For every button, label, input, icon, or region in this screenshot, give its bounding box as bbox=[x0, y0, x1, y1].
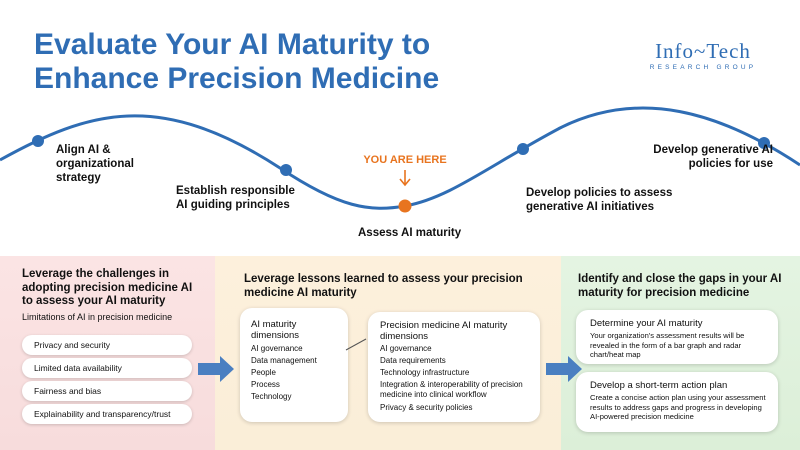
milestone-dot-4 bbox=[517, 143, 529, 155]
determine-maturity-body: Your organization's assessment results w… bbox=[590, 331, 745, 359]
limitation-item: Privacy and security bbox=[22, 335, 192, 355]
panel1-heading: Leverage the challenges in adopting prec… bbox=[22, 268, 193, 307]
milestone-genai-assess-policies: Develop policies to assess generative AI… bbox=[526, 187, 673, 213]
dimension-item: Data management bbox=[251, 356, 317, 365]
action-plan-body: Create a concise action plan using your … bbox=[590, 393, 766, 421]
page-title: Evaluate Your AI Maturity to Enhance Pre… bbox=[34, 28, 440, 95]
pm-dimension-item: Privacy & security policies bbox=[380, 403, 473, 412]
ai-maturity-card bbox=[240, 308, 348, 422]
logo-wordmark: Info~Tech bbox=[655, 39, 751, 63]
right-arrow-icon bbox=[198, 356, 234, 382]
roadmap-timeline bbox=[0, 106, 800, 213]
milestone-responsible-ai: Establish responsible AI guiding princip… bbox=[176, 185, 295, 211]
milestone-genai-use-policies: Develop generative AI policies for use bbox=[653, 144, 773, 170]
milestone-align-ai: Align AI & organizational strategy bbox=[56, 144, 134, 184]
milestone-dot-5 bbox=[758, 137, 770, 149]
determine-maturity-card bbox=[576, 310, 778, 364]
dimension-item: AI governance bbox=[251, 344, 303, 353]
ai-maturity-card-title: AI maturity dimensions bbox=[251, 319, 300, 341]
precision-medicine-card-title: Precision medicine AI maturity dimension… bbox=[380, 320, 508, 342]
milestone-dot-2 bbox=[280, 164, 292, 176]
milestone-assess-maturity: Assess AI maturity bbox=[358, 227, 462, 239]
action-plan-card bbox=[576, 372, 778, 432]
precision-medicine-card bbox=[368, 312, 540, 422]
milestone-dot-1 bbox=[32, 135, 44, 147]
determine-maturity-title: Determine your AI maturity bbox=[590, 318, 703, 329]
down-arrow-icon bbox=[399, 170, 411, 187]
connector-arrow-icon bbox=[345, 338, 367, 351]
milestone-dot-current bbox=[398, 199, 412, 213]
action-plan-title: Develop a short-term action plan bbox=[590, 380, 728, 391]
you-are-here-label: YOU ARE HERE bbox=[363, 154, 447, 166]
panel3-heading: Identify and close the gaps in your AI m… bbox=[578, 273, 782, 299]
panel1-subtitle: Limitations of AI in precision medicine bbox=[22, 312, 173, 322]
dimension-item: People bbox=[251, 368, 276, 377]
logo-tagline: RESEARCH GROUP bbox=[649, 64, 757, 71]
dimension-item: Technology bbox=[251, 392, 292, 401]
pm-dimension-item: Integration & interoperability of precis… bbox=[380, 380, 523, 399]
info-tech-logo: Info~Tech RESEARCH GROUP bbox=[628, 40, 778, 71]
pm-dimension-item: Technology infrastructure bbox=[380, 368, 470, 377]
limitation-item: Explainability and transparency/trust bbox=[22, 404, 192, 424]
right-arrow-icon bbox=[546, 356, 582, 382]
dimension-item: Process bbox=[251, 380, 280, 389]
limitation-item: Fairness and bias bbox=[22, 381, 192, 401]
pm-dimension-item: AI governance bbox=[380, 344, 432, 353]
pm-dimension-item: Data requirements bbox=[380, 356, 446, 365]
limitation-item: Limited data availability bbox=[22, 358, 192, 378]
panel2-heading: Leverage lessons learned to assess your … bbox=[244, 273, 523, 299]
